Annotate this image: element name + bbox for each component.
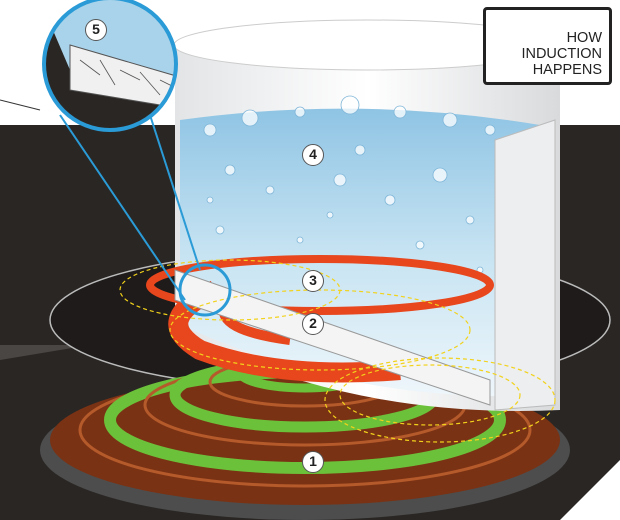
callout-3: 3 [302,270,324,292]
title-line: HOW [566,30,602,46]
magnetic-field-lines [119,259,556,443]
bubbles [203,95,496,274]
title-line: HAPPENS [532,62,602,78]
magnifier [42,0,232,317]
callout-4: 4 [302,144,324,166]
title-box: HOW INDUCTION HAPPENS [483,7,612,85]
title-line: INDUCTION [521,46,602,62]
pot-base [174,269,491,406]
callout-1: 1 [302,451,324,473]
callout-5: 5 [85,19,107,41]
callout-2: 2 [302,313,324,335]
